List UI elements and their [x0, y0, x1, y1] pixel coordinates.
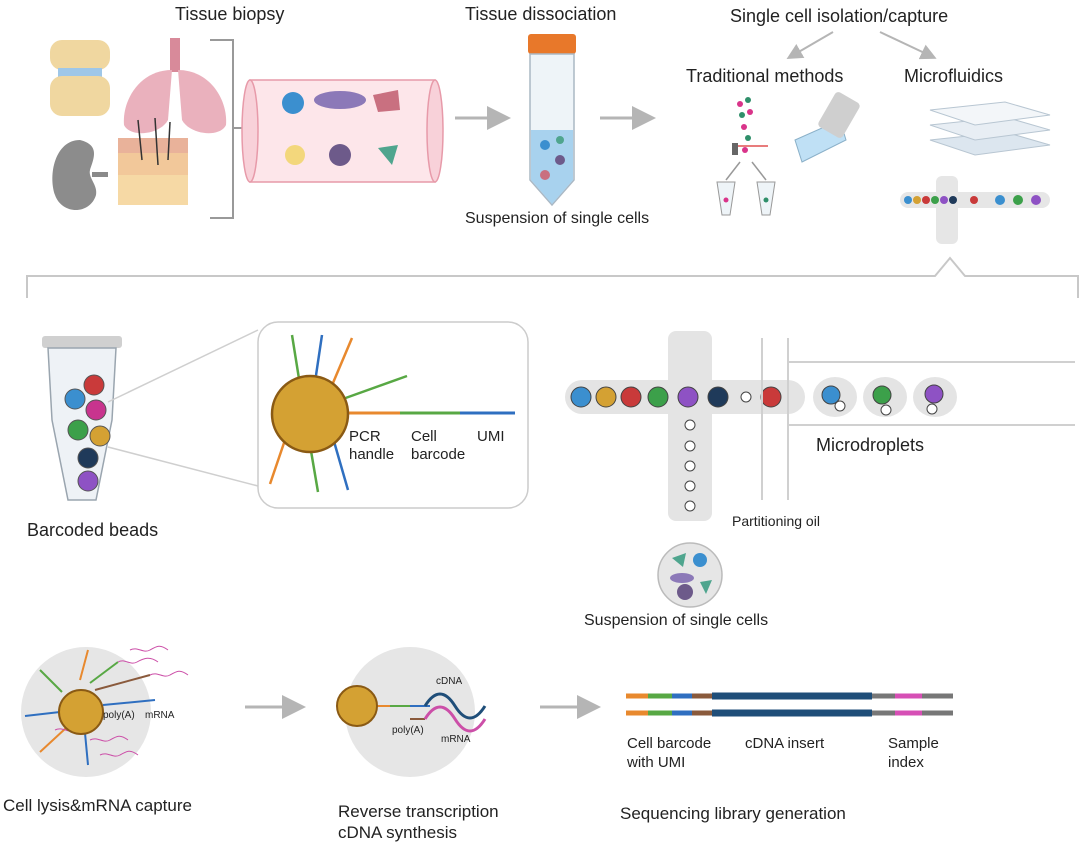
label-umi: UMI [477, 428, 505, 445]
label-single-cell-isolation: Single cell isolation/capture [730, 6, 948, 26]
label-tissue-biopsy: Tissue biopsy [175, 4, 284, 24]
reverse-transcription-panel [336, 647, 487, 777]
label-polya-2: poly(A) [392, 725, 424, 736]
label-traditional-methods: Traditional methods [686, 66, 843, 86]
label-sample: Sample [888, 735, 939, 752]
facs-sorter-icon [716, 97, 776, 216]
label-polya-1: poly(A) [103, 710, 135, 721]
label-cell: Cell [411, 428, 437, 445]
label-pcr: PCR [349, 428, 381, 445]
mini-channel [900, 176, 1050, 244]
arrow-to-traditional [786, 31, 834, 60]
kidney-icon [52, 140, 108, 210]
label-barcode: barcode [411, 446, 465, 463]
label-cdna: cDNA [436, 676, 462, 687]
label-mrna-1: mRNA [145, 710, 175, 721]
label-microfluidics: Microfluidics [904, 66, 1003, 86]
label-cdna-synthesis: cDNA synthesis [338, 823, 457, 842]
microfluidic-chip-stack-icon [929, 101, 1051, 156]
label-cell-barcode-with: Cell barcode [627, 735, 711, 752]
label-microdroplets: Microdroplets [816, 435, 924, 455]
label-cell-lysis: Cell lysis&mRNA capture [3, 796, 192, 815]
label-with-umi: with UMI [626, 754, 685, 771]
label-reverse-transcription: Reverse transcription [338, 802, 499, 821]
section-divider [26, 256, 1079, 298]
tissue-vessel [241, 79, 444, 183]
skin-icon [118, 117, 188, 205]
label-partitioning-oil: Partitioning oil [732, 513, 820, 529]
label-handle: handle [349, 446, 394, 463]
label-sequencing-library: Sequencing library generation [620, 804, 846, 823]
microfluidic-device [565, 331, 1075, 521]
zoom-line-bottom [107, 446, 259, 487]
arrow-to-microfluidics [879, 31, 937, 60]
label-tissue-dissociation: Tissue dissociation [465, 4, 616, 24]
bead-zoom-box [257, 321, 529, 509]
label-barcoded-beads: Barcoded beads [27, 520, 158, 540]
label-suspension-bottom: Suspension of single cells [584, 612, 768, 629]
lungs-icon [123, 38, 227, 134]
zoom-line-top [107, 329, 259, 403]
barcoded-bead-detail [268, 334, 515, 493]
pipette-plate-icon [794, 92, 860, 163]
sequencing-library-fragments [626, 692, 953, 717]
label-cdna-insert: cDNA insert [745, 735, 825, 752]
barcoded-beads-tube-icon [42, 336, 122, 501]
label-suspension-top: Suspension of single cells [465, 210, 649, 227]
conical-tube-icon [528, 34, 576, 207]
cell-suspension-circle [657, 542, 723, 608]
label-mrna-2: mRNA [441, 734, 471, 745]
knee-joint-icon [50, 40, 110, 116]
label-index: index [888, 754, 924, 771]
cell-lysis-panel [21, 645, 189, 777]
